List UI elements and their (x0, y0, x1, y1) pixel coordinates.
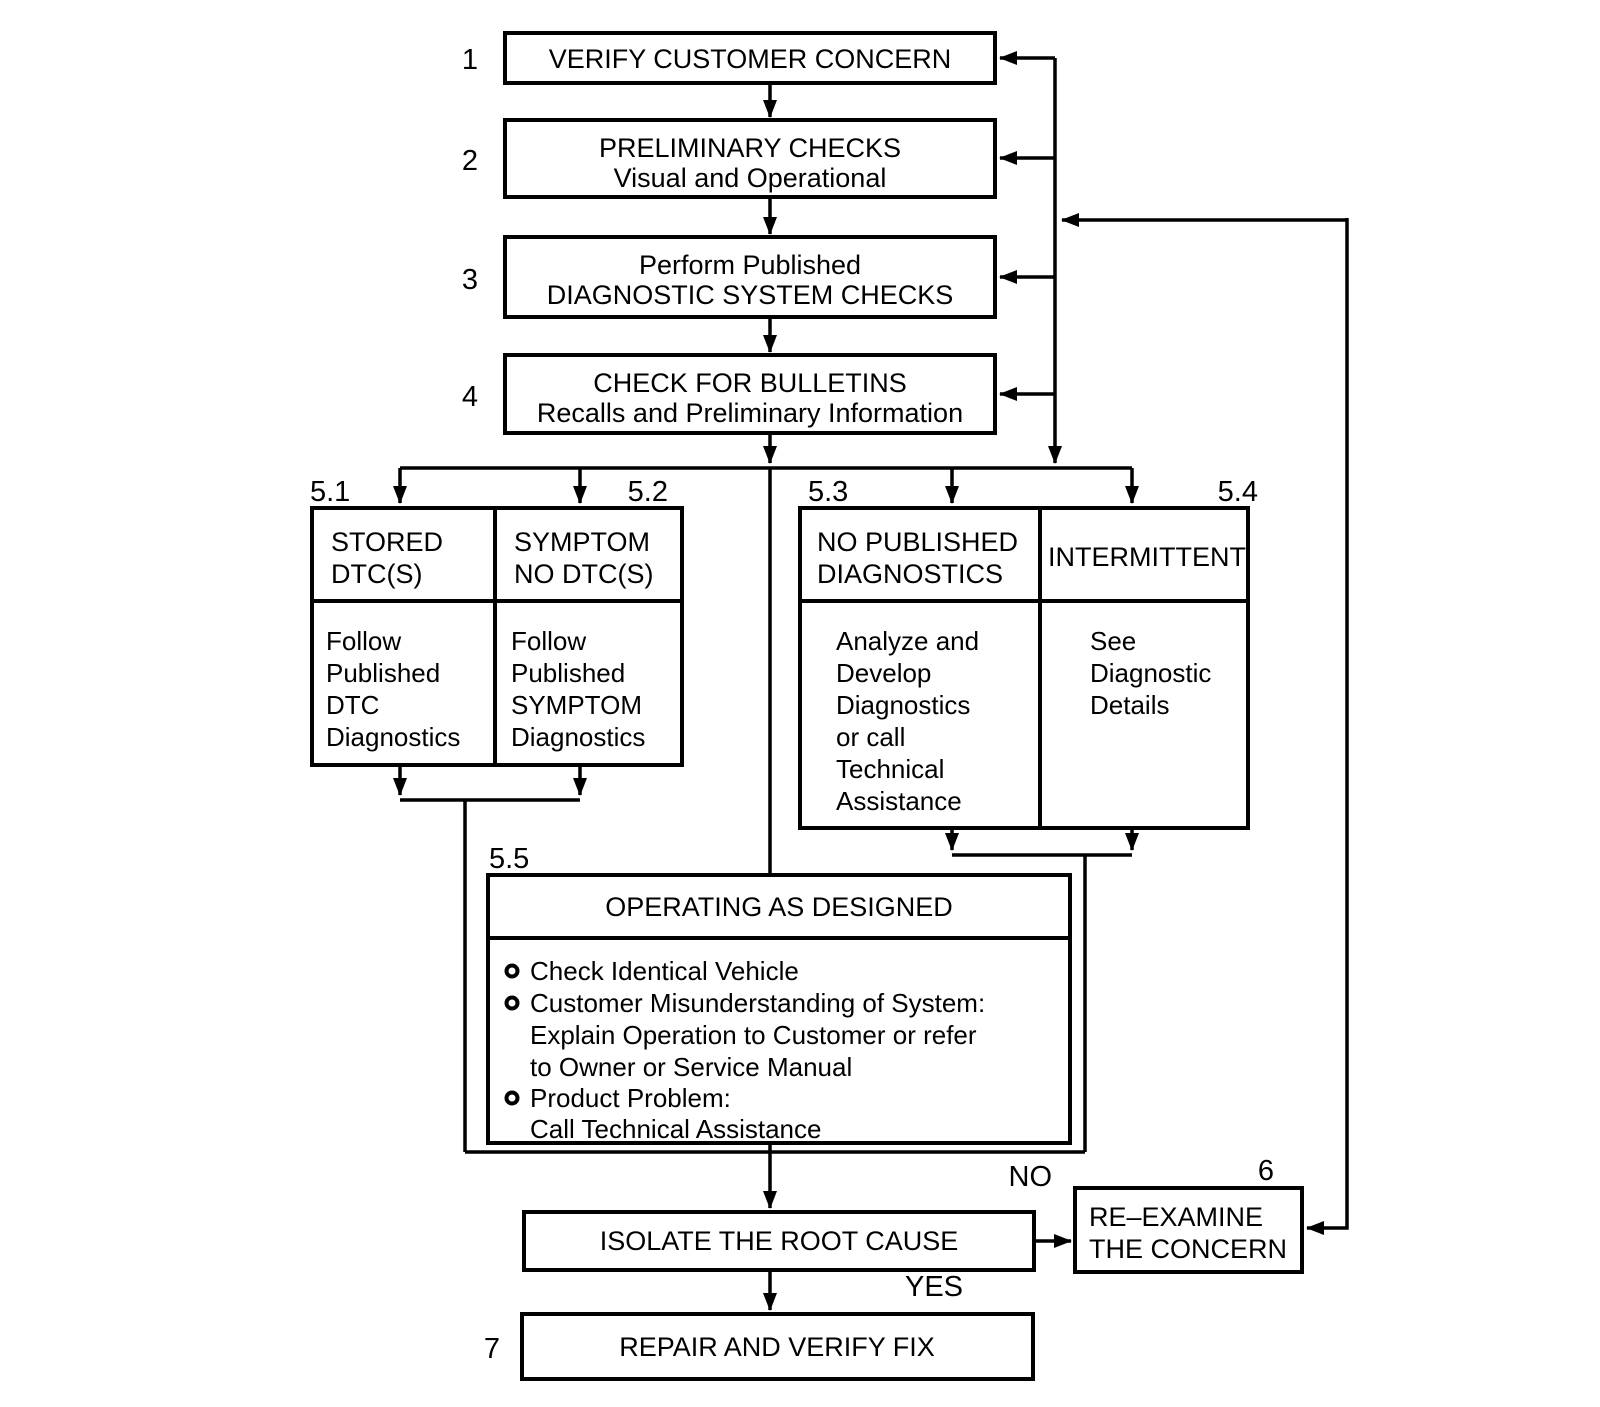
step-5-4-body-line2: Diagnostic (1090, 658, 1211, 688)
step-5-1-body-line4: Diagnostics (326, 722, 460, 752)
step-5-2-body-line3: SYMPTOM (511, 690, 642, 720)
table-5-3-5-4-box (798, 506, 1250, 830)
step-5-1-body-line3: DTC (326, 690, 379, 720)
step-2: 2 PRELIMINARY CHECKS Visual and Operatio… (462, 118, 997, 199)
step-5-4-number: 5.4 (1218, 476, 1258, 508)
step-1: 1 VERIFY CUSTOMER CONCERN (462, 31, 997, 85)
step-2-number: 2 (462, 145, 478, 177)
step-7: YES 7 REPAIR AND VERIFY FIX (484, 1270, 1035, 1381)
step-2-box (503, 118, 997, 199)
step-5-4-header-line1: INTERMITTENT (1048, 542, 1246, 572)
bullet-icon (504, 995, 520, 1011)
step-5-2-body-line2: Published (511, 658, 625, 688)
step-3: 3 Perform Published DIAGNOSTIC SYSTEM CH… (462, 235, 997, 319)
step-5-4-body-line1: See (1090, 626, 1136, 656)
step-1-number: 1 (462, 44, 478, 76)
step-5-3-body-line4: or call (836, 722, 905, 752)
step-5-5-line5: Product Problem: (530, 1083, 731, 1113)
step-6-label-line2: THE CONCERN (1089, 1234, 1287, 1264)
step-5-5-box (486, 873, 1072, 1145)
step-5-5-line6: Call Technical Assistance (530, 1114, 821, 1144)
feedback-line-outer (1061, 213, 1349, 1235)
step-5-2-header-line1: SYMPTOM (514, 527, 650, 557)
bullet-icon (504, 963, 520, 979)
step-5-5-line3: Explain Operation to Customer or refer (530, 1020, 977, 1050)
step-7-label: REPAIR AND VERIFY FIX (619, 1332, 935, 1362)
step-4-label-line1: CHECK FOR BULLETINS (593, 368, 907, 398)
step-5-5-line1: Check Identical Vehicle (530, 956, 799, 986)
step-5-1-number: 5.1 (310, 476, 350, 508)
step-5-3-body-line2: Develop (836, 658, 931, 688)
step-5-5-line4: to Owner or Service Manual (530, 1052, 852, 1082)
step-4-number: 4 (462, 381, 478, 413)
step-7-box (520, 1312, 1035, 1381)
step-6-number: 6 (1258, 1155, 1274, 1187)
isolate-step: ISOLATE THE ROOT CAUSE (522, 1152, 1036, 1272)
branch-5-1-5-2: 5.1 5.2 STORED DTC(S) Follow Published D… (310, 476, 684, 767)
step-7-number: 7 (484, 1333, 500, 1365)
step-3-label-line2: DIAGNOSTIC SYSTEM CHECKS (547, 280, 954, 310)
step-5-3-body-line3: Diagnostics (836, 690, 970, 720)
branch-5-3-5-4: 5.3 5.4 NO PUBLISHED DIAGNOSTICS Analyze… (798, 476, 1258, 830)
step-5-1-body-line2: Published (326, 658, 440, 688)
step-5-3-header-line1: NO PUBLISHED (817, 527, 1018, 557)
step-5-1-header-line1: STORED (331, 527, 443, 557)
feedback-outer-vertical (1306, 218, 1349, 1235)
feedback-line-inner (999, 51, 1062, 464)
step-5-5: 5.5 OPERATING AS DESIGNED Check Identica… (486, 843, 1072, 1152)
step-5-2-body-line1: Follow (511, 626, 586, 656)
step-2-label-line1: PRELIMINARY CHECKS (599, 133, 901, 163)
step-5-3-header-line2: DIAGNOSTICS (817, 559, 1003, 589)
step-5-2-body-line4: Diagnostics (511, 722, 645, 752)
step-1-label: VERIFY CUSTOMER CONCERN (549, 44, 952, 74)
step-5-2-header-line2: NO DTC(S) (514, 559, 653, 589)
isolate-label: ISOLATE THE ROOT CAUSE (600, 1226, 959, 1256)
step-5-3-body-line6: Assistance (836, 786, 962, 816)
step-5-3-number: 5.3 (808, 476, 848, 508)
merge-lines (393, 765, 1139, 1154)
branch-distribution (393, 466, 1139, 875)
step-3-label-line1: Perform Published (639, 250, 861, 280)
step-5-1-header-line2: DTC(S) (331, 559, 422, 589)
bullet-icon (504, 1090, 520, 1106)
step-5-5-line2: Customer Misunderstanding of System: (530, 988, 985, 1018)
step-5-3-body-line1: Analyze and (836, 626, 979, 656)
step-5-5-title: OPERATING AS DESIGNED (605, 892, 953, 922)
step-5-3-body-line5: Technical (836, 754, 944, 784)
step-3-number: 3 (462, 264, 478, 296)
step-1-box (503, 31, 997, 85)
step-6-box (1073, 1186, 1304, 1274)
step-5-5-number: 5.5 (489, 843, 529, 875)
step-6: NO 6 RE–EXAMINE THE CONCERN (1009, 1155, 1304, 1274)
step-6-label-line1: RE–EXAMINE (1089, 1202, 1263, 1232)
no-branch-label: NO (1009, 1161, 1053, 1193)
yes-branch-label: YES (905, 1271, 963, 1303)
step-5-1-body-line1: Follow (326, 626, 401, 656)
step-5-4-body-line3: Details (1090, 690, 1169, 720)
step-3-box (503, 235, 997, 319)
step-5-2-number: 5.2 (628, 476, 668, 508)
step-4: 4 CHECK FOR BULLETINS Recalls and Prelim… (462, 353, 997, 435)
step-4-box (503, 353, 997, 435)
step-4-label-line2: Recalls and Preliminary Information (537, 398, 963, 428)
step-2-label-line2: Visual and Operational (614, 163, 887, 193)
